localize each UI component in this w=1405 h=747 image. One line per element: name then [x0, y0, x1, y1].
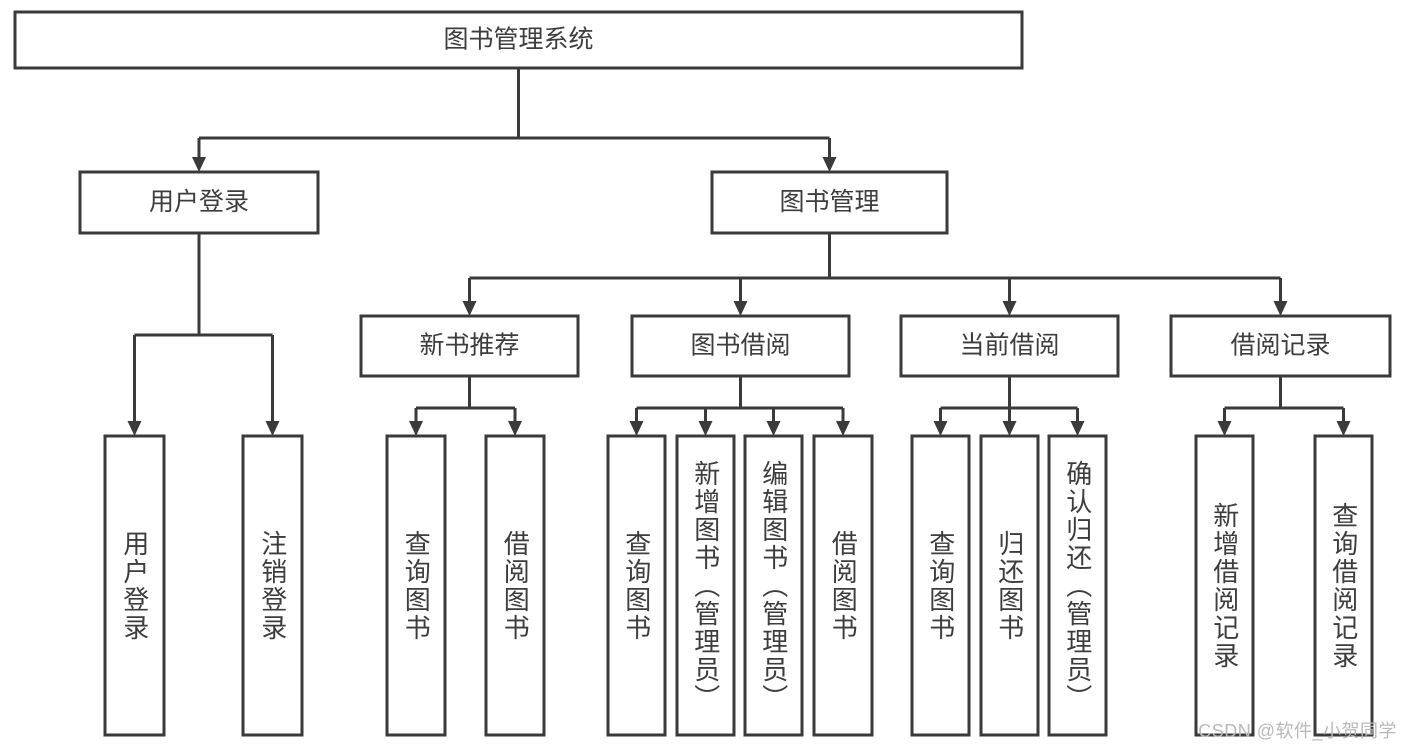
- edge-root-to-1-head: [192, 157, 206, 172]
- edge-book-manage-to-1-head: [462, 301, 477, 316]
- edge-book-manage-to-2-head: [733, 301, 748, 316]
- node-box-borrow-record[interactable]: [1169, 314, 1392, 378]
- edge-book-borrow-to-4-head: [836, 421, 850, 436]
- node-box-record-add[interactable]: [1194, 434, 1255, 737]
- node-box-current-return-book[interactable]: [979, 434, 1040, 737]
- node-box-current-confirm-return[interactable]: [1047, 434, 1108, 737]
- node-label-current-borrow: 当前借阅: [959, 332, 1059, 360]
- node-box-user-login[interactable]: [78, 170, 320, 235]
- watermark-text: CSDN @软件_小贺同学: [1198, 721, 1397, 741]
- node-box-book-manage[interactable]: [710, 170, 949, 235]
- edge-book-borrow-to-2-head: [698, 421, 713, 436]
- node-box-borrow-query-book[interactable]: [606, 434, 667, 737]
- node-label-user-login: 用户登录: [149, 188, 249, 216]
- edge-new-book-recommend-to-1-head: [409, 421, 423, 436]
- edge-book-manage-to-4-head: [1273, 301, 1288, 316]
- node-box-record-query[interactable]: [1313, 434, 1374, 737]
- edge-book-borrow-to-3-head: [766, 421, 781, 436]
- edge-user-login-to-1-head: [127, 421, 142, 436]
- node-box-user-login-do[interactable]: [103, 434, 166, 737]
- edge-current-borrow-to-2-head: [1002, 421, 1017, 436]
- edge-current-borrow-to-1-head: [933, 421, 948, 436]
- node-label-root: 图书管理系统: [443, 26, 593, 54]
- node-box-borrow-edit-book[interactable]: [743, 434, 804, 737]
- node-box-recommend-query-book[interactable]: [385, 434, 447, 737]
- node-box-current-borrow[interactable]: [899, 314, 1120, 378]
- edge-book-manage-to-3-head: [1002, 301, 1017, 316]
- node-box-book-borrow[interactable]: [630, 314, 851, 378]
- node-box-current-query-book[interactable]: [910, 434, 971, 737]
- node-box-borrow-add-book[interactable]: [675, 434, 736, 737]
- node-label-book-manage: 图书管理: [779, 188, 879, 216]
- node-label-book-borrow: 图书借阅: [690, 332, 790, 360]
- node-box-new-book-recommend[interactable]: [359, 314, 580, 378]
- edge-book-borrow-to-1-head: [629, 421, 644, 436]
- node-box-root[interactable]: [13, 10, 1024, 70]
- node-boxes: [13, 10, 1392, 737]
- node-label-new-book-recommend: 新书推荐: [419, 332, 519, 360]
- node-box-recommend-borrow-book[interactable]: [484, 434, 546, 737]
- edge-borrow-record-to-1-head: [1217, 421, 1232, 436]
- node-label-borrow-record: 借阅记录: [1230, 332, 1330, 360]
- edge-user-login-to-2-head: [265, 421, 280, 436]
- edge-current-borrow-to-3-head: [1070, 421, 1085, 436]
- node-box-borrow-borrow-book[interactable]: [812, 434, 874, 737]
- edge-borrow-record-to-2-head: [1336, 421, 1351, 436]
- edge-root-to-2-head: [822, 157, 837, 172]
- edge-new-book-recommend-to-2-head: [508, 421, 522, 436]
- node-box-user-logout[interactable]: [241, 434, 304, 737]
- connector-lines: [127, 68, 1351, 436]
